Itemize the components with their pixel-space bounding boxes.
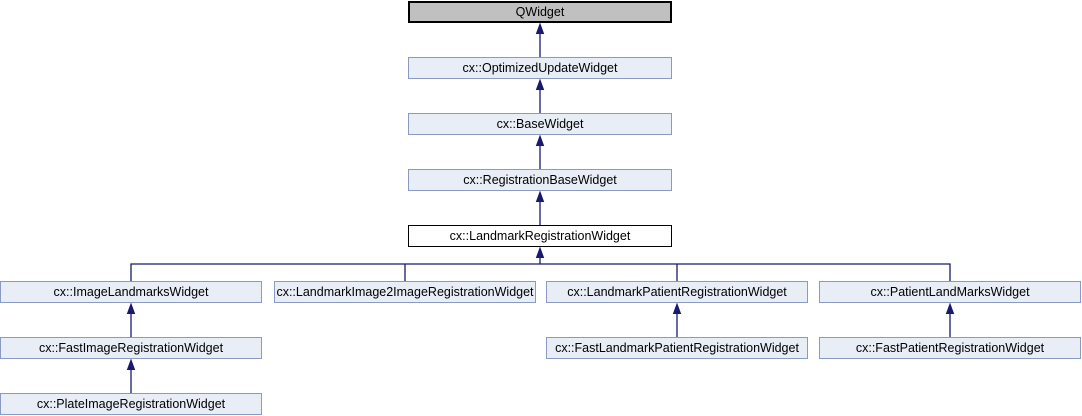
node-plate-image-registration-widget[interactable]: cx::PlateImageRegistrationWidget — [0, 393, 262, 415]
edge-children-bus — [130, 263, 951, 281]
node-fast-landmark-patient-registration-widget[interactable]: cx::FastLandmarkPatientRegistrationWidge… — [546, 337, 808, 359]
edge-lines — [130, 31, 951, 393]
arrowhead-icon — [126, 358, 136, 370]
node-landmark-patient-registration-widget[interactable]: cx::LandmarkPatientRegistrationWidget — [546, 281, 808, 303]
node-landmark-image2image-registration-widget[interactable]: cx::LandmarkImage2ImageRegistrationWidge… — [274, 281, 536, 303]
node-registration-base-widget[interactable]: cx::RegistrationBaseWidget — [408, 169, 672, 191]
node-patient-landmarks-widget[interactable]: cx::PatientLandMarksWidget — [819, 281, 1081, 303]
arrowhead-icon — [535, 134, 545, 146]
node-base-widget[interactable]: cx::BaseWidget — [408, 113, 672, 135]
node-fast-patient-registration-widget[interactable]: cx::FastPatientRegistrationWidget — [819, 337, 1081, 359]
node-fast-image-registration-widget[interactable]: cx::FastImageRegistrationWidget — [0, 337, 262, 359]
node-qwidget: QWidget — [408, 1, 672, 23]
node-landmark-registration-widget: cx::LandmarkRegistrationWidget — [408, 225, 672, 247]
node-image-landmarks-widget[interactable]: cx::ImageLandmarksWidget — [0, 281, 262, 303]
arrowhead-icon — [535, 78, 545, 90]
arrowhead-icon — [945, 302, 955, 314]
arrowhead-icon — [535, 246, 545, 258]
arrowhead-icon — [126, 302, 136, 314]
arrowhead-icon — [535, 22, 545, 34]
node-optimized-update-widget[interactable]: cx::OptimizedUpdateWidget — [408, 57, 672, 79]
arrowhead-icon — [672, 302, 682, 314]
arrowhead-icon — [535, 190, 545, 202]
edge-arrowheads — [126, 22, 955, 370]
